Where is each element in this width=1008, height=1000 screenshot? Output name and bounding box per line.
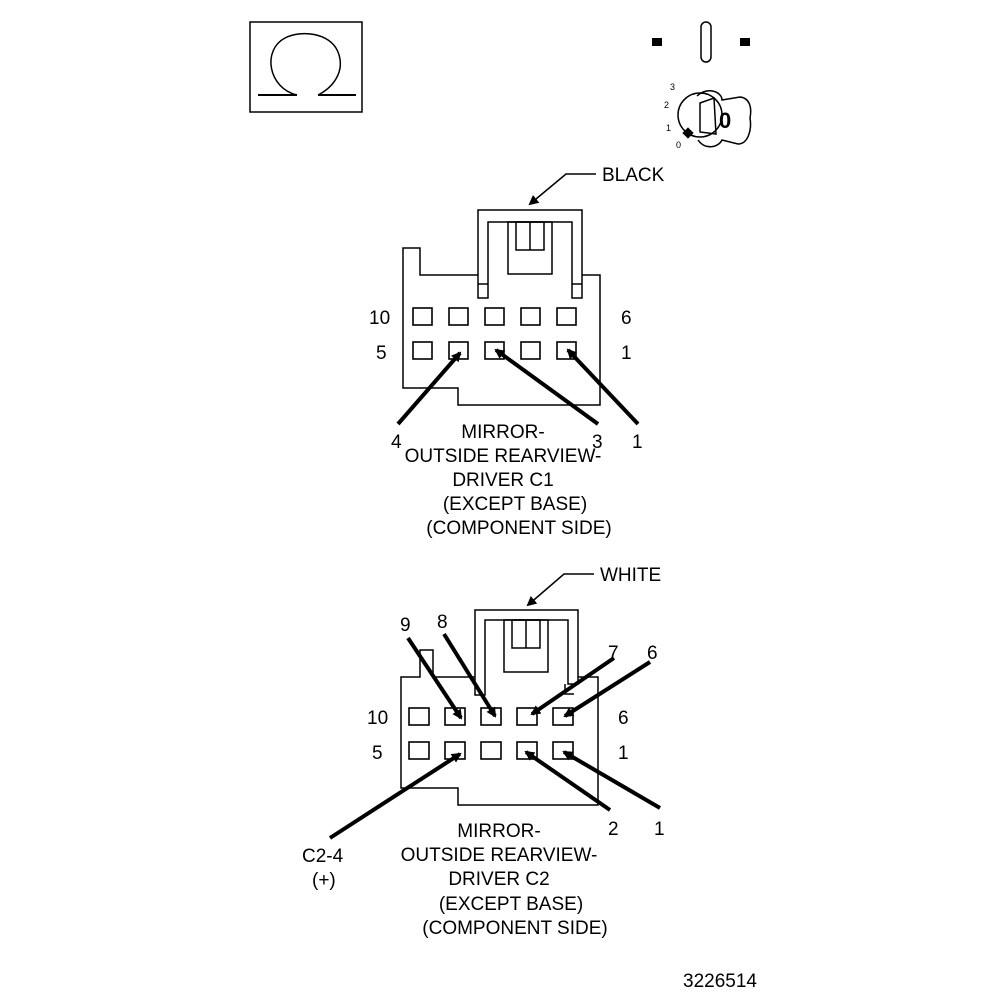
c1-row-top-left: 10: [369, 308, 390, 329]
c1-color-label: BLACK: [602, 165, 665, 186]
svg-text:(EXCEPT BASE): (EXCEPT BASE): [443, 494, 587, 515]
c1-row-bottom-left: 5: [376, 343, 387, 364]
c1-callout-1: 1: [632, 432, 643, 453]
ignition-scale-2: 2: [664, 100, 669, 110]
c2-callout-9: 9: [400, 615, 411, 636]
ohm-symbol-box: [249, 21, 363, 113]
svg-text:MIRROR-: MIRROR-: [461, 422, 544, 443]
c2-arrow-6: [563, 660, 652, 718]
svg-text:(EXCEPT BASE): (EXCEPT BASE): [439, 894, 583, 915]
c2-arrow-2: [524, 750, 612, 812]
c1-arrow-1: [566, 348, 640, 426]
figure-number: 3226514: [683, 971, 757, 992]
ignition-key-label: 0: [719, 108, 731, 133]
c2-row-bottom-left: 5: [372, 743, 383, 764]
svg-text:(COMPONENT SIDE): (COMPONENT SIDE): [426, 518, 611, 539]
c1-pin-6: [556, 307, 577, 326]
c2-arrow-9: [406, 636, 463, 720]
c2-pin-grid: [408, 707, 574, 760]
c1-callout-4: 4: [391, 432, 402, 453]
ignition-scale-1: 1: [666, 123, 671, 133]
c2-arrow-1: [562, 750, 662, 810]
c2-pin-3: [480, 741, 502, 760]
svg-text:(COMPONENT SIDE): (COMPONENT SIDE): [422, 918, 607, 939]
c2-callout-c24: C2-4: [302, 846, 344, 867]
c1-arrow-3: [494, 348, 600, 426]
connector-c2: WHITE 10 6 5 1 9 8: [302, 565, 665, 939]
c1-row-top-right: 6: [621, 308, 632, 329]
svg-text:OUTSIDE REARVIEW-: OUTSIDE REARVIEW-: [401, 845, 598, 866]
svg-text:DRIVER C2: DRIVER C2: [448, 869, 549, 890]
c2-row-top-left: 10: [367, 708, 388, 729]
ohm-icon: [258, 32, 356, 96]
c2-pin-10: [408, 707, 430, 726]
svg-text:MIRROR-: MIRROR-: [457, 821, 540, 842]
c2-callout-plus: (+): [312, 870, 336, 891]
c1-pin-5: [412, 341, 433, 360]
connector-c1: BLACK 10 6 5 1: [369, 165, 665, 539]
ignition-key-icon: 0 3 2 1 0: [652, 21, 752, 150]
c1-pin-7: [520, 307, 541, 326]
c1-pin-8: [484, 307, 505, 326]
c2-color-label: WHITE: [600, 565, 661, 586]
c1-title: MIRROR- OUTSIDE REARVIEW- DRIVER C1 (EXC…: [405, 422, 612, 539]
c2-callout-2: 2: [608, 819, 619, 840]
c2-arrow-c24: [328, 752, 462, 840]
c1-callout-3: 3: [592, 432, 603, 453]
c2-arrow-8: [442, 632, 497, 718]
c2-callout-8: 8: [437, 612, 448, 633]
ignition-scale-3: 3: [670, 82, 675, 92]
c1-row-bottom-right: 1: [621, 343, 632, 364]
svg-text:OUTSIDE REARVIEW-: OUTSIDE REARVIEW-: [405, 446, 602, 467]
c1-arrow-4: [396, 351, 462, 426]
svg-text:DRIVER C1: DRIVER C1: [452, 470, 553, 491]
c2-row-top-right: 6: [618, 708, 629, 729]
c2-callout-1: 1: [654, 819, 665, 840]
c2-row-bottom-right: 1: [618, 743, 629, 764]
c2-title: MIRROR- OUTSIDE REARVIEW- DRIVER C2 (EXC…: [401, 821, 608, 939]
c1-pin-3: [484, 341, 505, 360]
c1-pin-grid: [412, 307, 577, 360]
c1-pin-10: [412, 307, 433, 326]
c2-pin-5: [408, 741, 430, 760]
c1-pin-9: [448, 307, 469, 326]
c2-arrow-7: [530, 656, 616, 716]
c2-callout-7: 7: [608, 643, 619, 664]
ignition-scale-0: 0: [676, 140, 681, 150]
c2-callout-6: 6: [647, 643, 658, 664]
c1-pin-2: [520, 341, 541, 360]
